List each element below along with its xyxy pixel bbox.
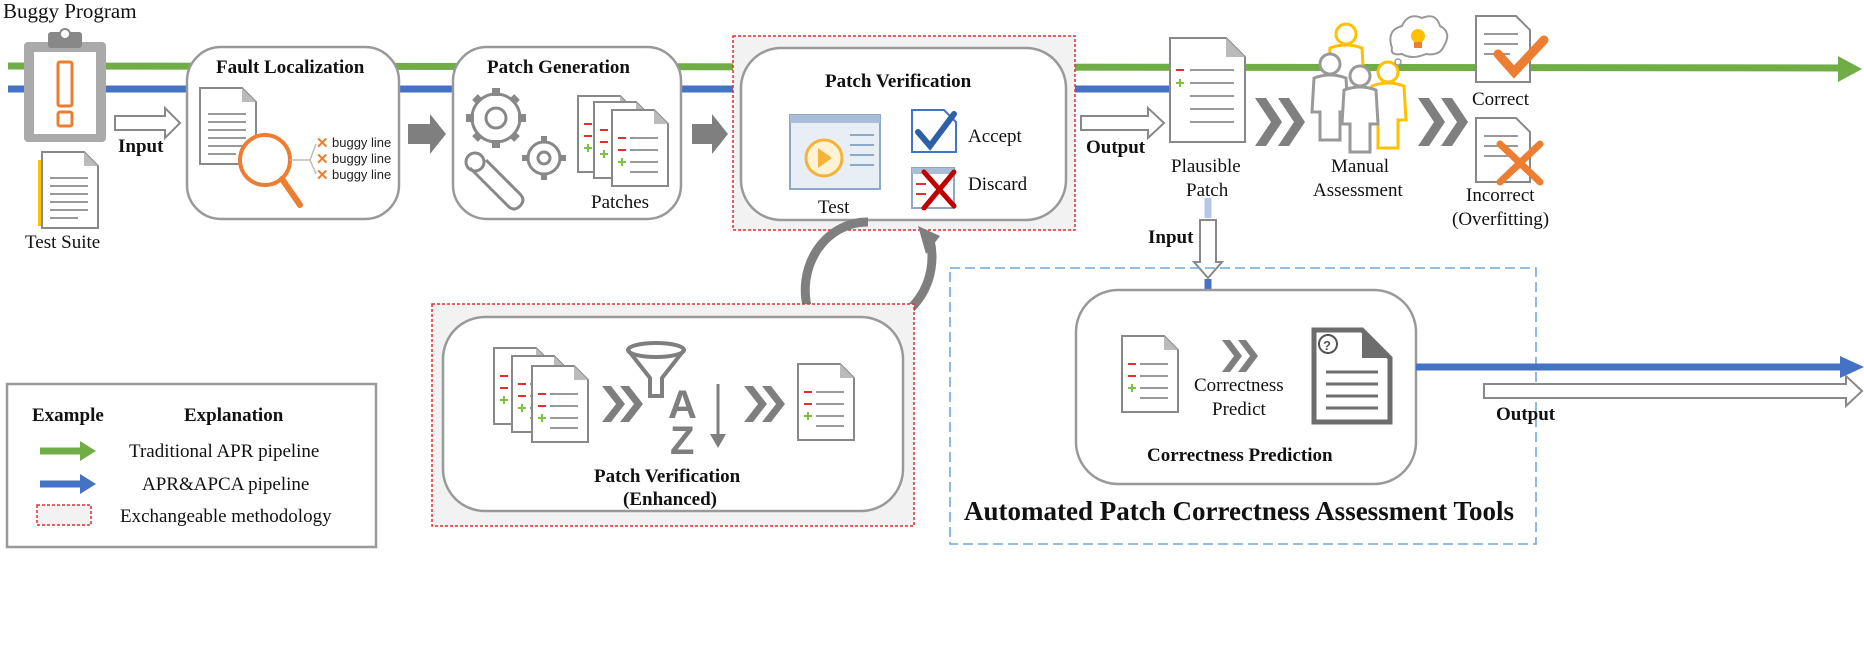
apca-input-arrow bbox=[1191, 219, 1225, 280]
incorrect-label-2: (Overfitting) bbox=[1452, 209, 1549, 230]
manual-assessment-label-2: Assessment bbox=[1313, 180, 1403, 201]
legend-col-example: Example bbox=[32, 405, 104, 426]
idea-cloud-icon bbox=[1389, 15, 1449, 66]
correctness-prediction-title: Correctness Prediction bbox=[1147, 445, 1333, 466]
flow-arrow bbox=[408, 114, 446, 154]
legend-traditional-label: Traditional APR pipeline bbox=[129, 441, 319, 462]
plausible-patch-label-2: Patch bbox=[1186, 180, 1229, 201]
legend-exchangeable-swatch bbox=[36, 504, 92, 526]
correctness-predict-label-2: Predict bbox=[1212, 399, 1267, 420]
accept-check-icon bbox=[911, 109, 957, 153]
legend-green-arrow bbox=[40, 441, 96, 461]
apca-output-arrow bbox=[1483, 373, 1864, 409]
chevron-double-icon bbox=[602, 386, 643, 422]
incorrect-doc-icon bbox=[1475, 117, 1544, 186]
chevron-double-icon bbox=[744, 386, 785, 422]
apca-output-arrowhead bbox=[1840, 356, 1864, 378]
cycle-arrowhead bbox=[918, 226, 940, 254]
test-window-icon bbox=[789, 114, 881, 190]
legend-exchangeable-label: Exchangeable methodology bbox=[120, 506, 332, 527]
patch-verification-title: Patch Verification bbox=[825, 71, 972, 92]
gears-icon bbox=[464, 88, 566, 211]
test-label: Test bbox=[818, 197, 850, 218]
patches-stack-icon bbox=[577, 95, 669, 187]
legend-apca-label: APR&APCA pipeline bbox=[142, 474, 309, 495]
accept-label: Accept bbox=[968, 126, 1023, 147]
chevron-double-icon bbox=[1222, 340, 1258, 372]
flow-arrow bbox=[692, 114, 728, 154]
cross-icon: ✕ bbox=[316, 167, 329, 184]
buggy-program-label: Buggy Program bbox=[3, 0, 137, 23]
cross-icon: ✕ bbox=[316, 135, 329, 152]
clipboard-icon bbox=[24, 28, 106, 142]
patch-doc-icon bbox=[1121, 335, 1179, 413]
svg-text:?: ? bbox=[1323, 338, 1331, 353]
fault-localization-title: Fault Localization bbox=[216, 57, 365, 78]
fault-localization-box bbox=[185, 45, 401, 221]
enhanced-title-1: Patch Verification bbox=[594, 466, 741, 487]
filtered-patch-doc-icon bbox=[797, 363, 855, 441]
patch-generation-title: Patch Generation bbox=[487, 57, 630, 78]
apca-input-label: Input bbox=[1148, 227, 1194, 248]
correct-label: Correct bbox=[1472, 89, 1530, 110]
svg-text:A: A bbox=[668, 383, 697, 427]
plausible-patch-doc-icon bbox=[1169, 37, 1246, 143]
buggy-line-list: ✕ buggy line ✕ buggy line ✕ buggy line bbox=[316, 135, 391, 184]
chevron-double-icon bbox=[1255, 98, 1305, 146]
discard-icon bbox=[911, 167, 957, 211]
correctness-predict-label-1: Correctness bbox=[1194, 375, 1284, 396]
question-doc-icon: ? bbox=[1311, 327, 1393, 425]
filter-funnel-icon bbox=[626, 341, 686, 398]
incorrect-label-1: Incorrect bbox=[1466, 185, 1535, 206]
legend-blue-arrow bbox=[40, 474, 96, 494]
discard-label: Discard bbox=[968, 174, 1028, 195]
svg-text:Z: Z bbox=[670, 419, 694, 463]
output-label: Output bbox=[1086, 137, 1146, 158]
test-suite-icon bbox=[38, 151, 99, 229]
chevron-double-icon bbox=[1418, 98, 1468, 146]
enhanced-title-2: (Enhanced) bbox=[623, 489, 717, 510]
patches-label: Patches bbox=[591, 192, 649, 213]
input-arrow bbox=[114, 105, 182, 141]
manual-assessment-label-1: Manual bbox=[1331, 156, 1389, 177]
buggy-line-item: buggy line bbox=[332, 167, 391, 182]
buggy-line-item: buggy line bbox=[332, 151, 391, 166]
sort-az-icon: A Z bbox=[668, 383, 726, 463]
apca-output-label: Output bbox=[1496, 404, 1556, 425]
cross-icon: ✕ bbox=[316, 151, 329, 168]
apca-tools-region bbox=[949, 267, 1537, 545]
correct-doc-icon bbox=[1475, 15, 1549, 83]
test-suite-label: Test Suite bbox=[25, 232, 100, 253]
apca-tools-title: Automated Patch Correctness Assessment T… bbox=[964, 496, 1514, 526]
buggy-line-item: buggy line bbox=[332, 135, 391, 150]
plausible-patch-label-1: Plausible bbox=[1171, 156, 1241, 177]
legend-col-explanation: Explanation bbox=[184, 405, 284, 426]
output-arrow bbox=[1080, 105, 1166, 141]
input-label: Input bbox=[118, 136, 164, 157]
